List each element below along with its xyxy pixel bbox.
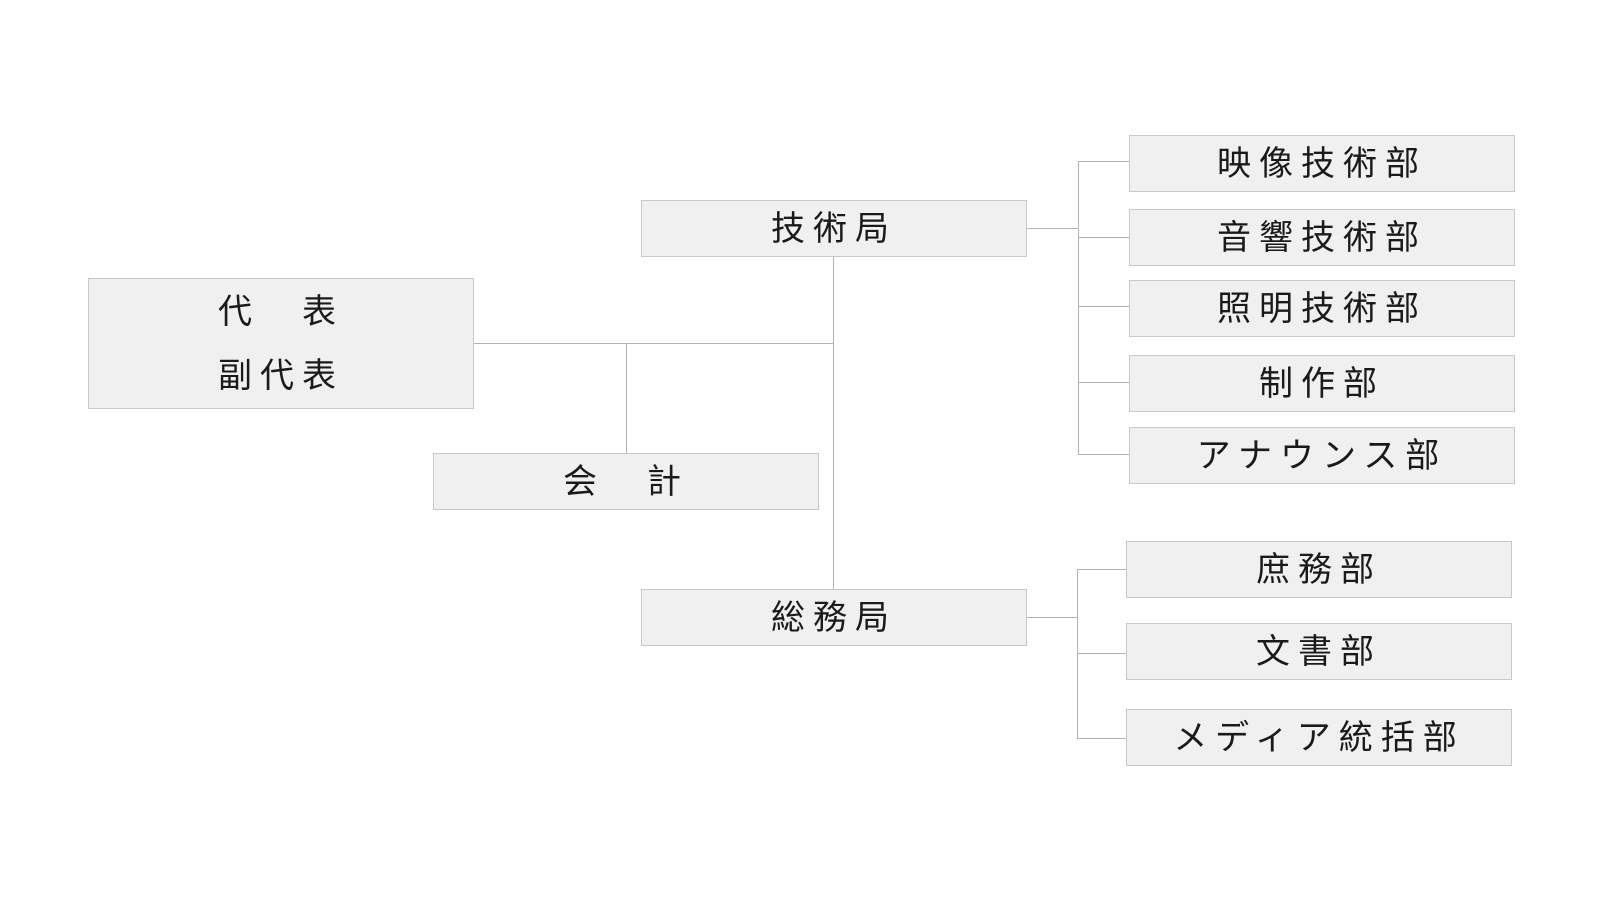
node-dept-announce-label: アナウンス部 (1196, 435, 1448, 476)
node-technical-bureau-label: 技術局 (771, 208, 897, 249)
connector-branch-media (1077, 738, 1126, 739)
connector-bureau-spine (833, 257, 834, 589)
node-dept-audio-label: 音響技術部 (1217, 217, 1427, 258)
connector-technical-to-branch (1027, 228, 1078, 229)
connector-branch-shomu (1077, 569, 1126, 570)
connector-accounting-drop (626, 343, 627, 453)
node-general-affairs-bureau: 総務局 (641, 589, 1027, 646)
node-representative-line2: 副代表 (218, 355, 344, 396)
node-dept-general: 庶務部 (1126, 541, 1512, 598)
node-dept-documents-label: 文書部 (1256, 631, 1382, 672)
connector-branch-seisaku (1078, 382, 1129, 383)
connector-branch-bunsho (1077, 653, 1126, 654)
node-dept-video-label: 映像技術部 (1217, 143, 1427, 184)
connector-branch-announce (1078, 454, 1129, 455)
node-dept-general-label: 庶務部 (1256, 549, 1382, 590)
node-dept-documents: 文書部 (1126, 623, 1512, 680)
node-dept-media: メディア統括部 (1126, 709, 1512, 766)
node-dept-lighting: 照明技術部 (1129, 280, 1515, 337)
node-dept-video: 映像技術部 (1129, 135, 1515, 192)
node-general-affairs-bureau-label: 総務局 (771, 597, 897, 638)
node-dept-announce: アナウンス部 (1129, 427, 1515, 484)
node-dept-media-label: メディア統括部 (1173, 717, 1465, 758)
node-dept-lighting-label: 照明技術部 (1217, 288, 1427, 329)
node-representative-line1: 代 表 (218, 291, 344, 332)
connector-rep-to-spine (474, 343, 834, 344)
connector-branch-shomei (1078, 306, 1129, 307)
node-dept-production-label: 制作部 (1259, 363, 1385, 404)
node-dept-audio: 音響技術部 (1129, 209, 1515, 266)
connector-technical-branch (1078, 161, 1079, 454)
connector-branch-eizo (1078, 161, 1129, 162)
connector-branch-onkyo (1078, 237, 1129, 238)
node-dept-production: 制作部 (1129, 355, 1515, 412)
node-accounting: 会 計 (433, 453, 819, 510)
node-technical-bureau: 技術局 (641, 200, 1027, 257)
node-representative: 代 表 副代表 (88, 278, 474, 409)
connector-somu-to-branch (1027, 617, 1078, 618)
node-accounting-label: 会 計 (563, 461, 689, 502)
